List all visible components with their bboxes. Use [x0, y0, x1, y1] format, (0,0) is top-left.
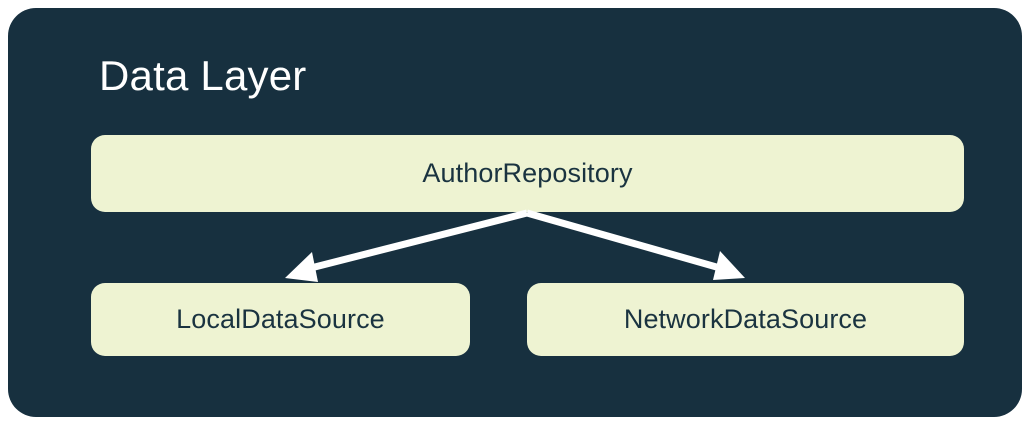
- node-local-data-source[interactable]: LocalDataSource: [91, 283, 470, 356]
- node-label: LocalDataSource: [176, 304, 385, 334]
- node-network-data-source[interactable]: NetworkDataSource: [527, 283, 964, 356]
- node-label: AuthorRepository: [422, 158, 633, 188]
- node-author-repository[interactable]: AuthorRepository: [91, 135, 964, 212]
- page-title: Data Layer: [99, 52, 307, 99]
- node-label: NetworkDataSource: [623, 304, 868, 334]
